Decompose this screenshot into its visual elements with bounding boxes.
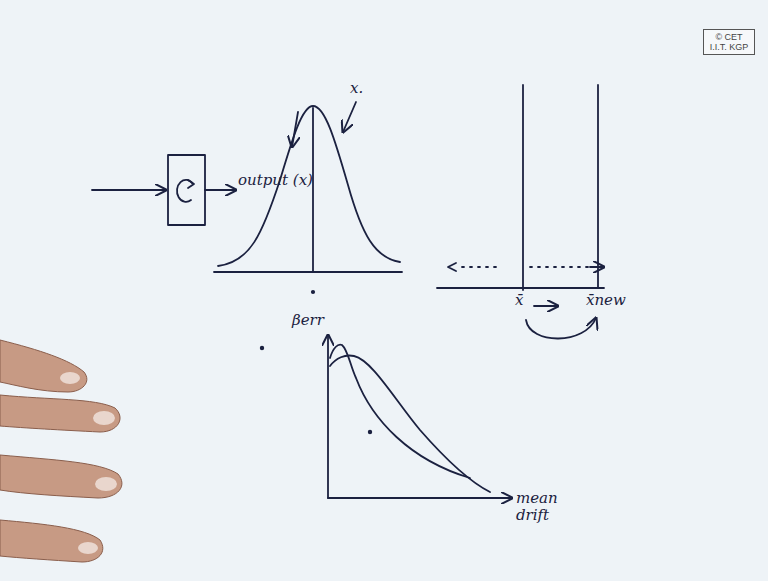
logo-box: © CET I.I.T. KGP xyxy=(703,29,755,55)
mean-label: x̄ xyxy=(515,292,523,309)
axis-label: mean drift xyxy=(516,490,562,523)
output-label: output (x) xyxy=(238,172,313,189)
curve-label: x. xyxy=(350,80,363,97)
axis-label: βerr xyxy=(292,312,324,329)
logo-text: © CET I.I.T. KGP xyxy=(707,32,751,52)
new-mean-label: x̄new xyxy=(586,292,626,309)
